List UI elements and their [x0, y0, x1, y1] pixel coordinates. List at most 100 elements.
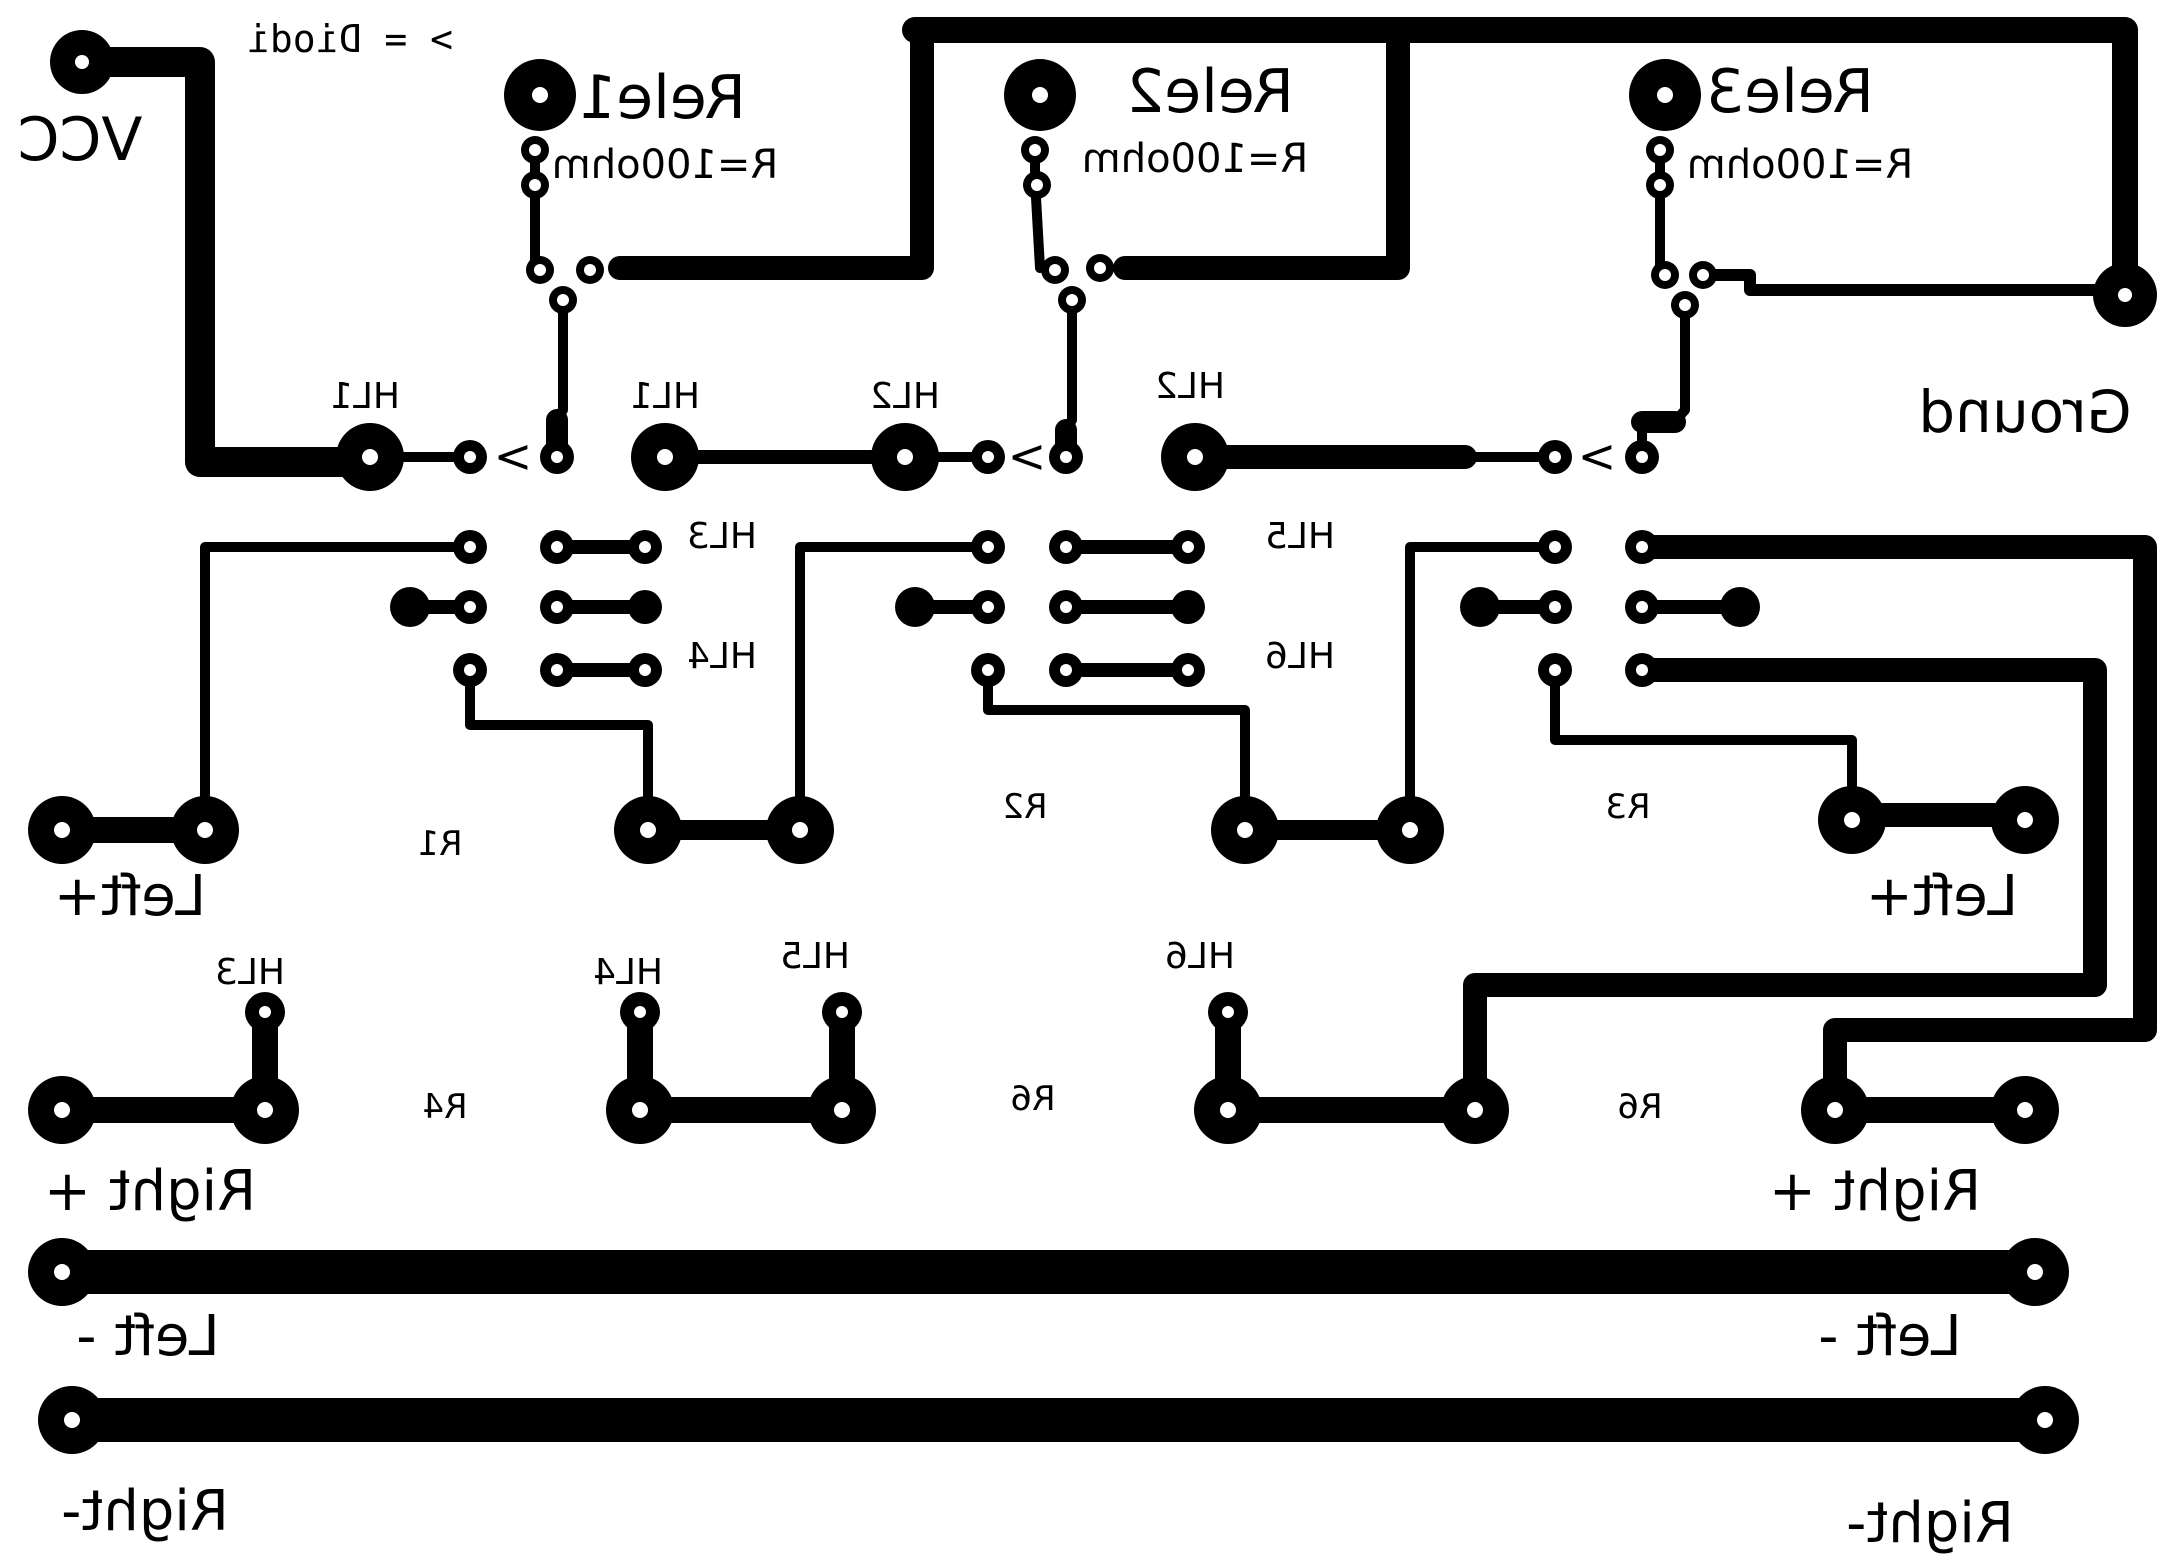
right-minus-label: Right- [1846, 1491, 2014, 1556]
diode2-mark: > [1008, 429, 1047, 483]
ground-label: Ground [1918, 378, 2131, 446]
pad-sw3-3 [1460, 587, 1500, 627]
rele2-label: Rele2 [1126, 57, 1294, 127]
trace-ground-rele3 [1695, 269, 2111, 296]
drill-hole [982, 664, 994, 676]
drill-hole [464, 541, 476, 553]
trace-rele2-coil [1030, 145, 1045, 273]
drill-hole [897, 449, 913, 465]
pad-sw2-3 [895, 587, 935, 627]
drill-hole [464, 664, 476, 676]
drill-hole [529, 179, 541, 191]
r4-label: R4 [422, 1087, 467, 1127]
drill-hole [639, 541, 651, 553]
drill-hole [362, 449, 378, 465]
drill-hole [1549, 451, 1561, 463]
trace-r2-hl5 [795, 542, 993, 835]
hl2-label: HL2 [1155, 366, 1225, 407]
drill-hole [551, 601, 563, 613]
drill-hole [1029, 144, 1041, 156]
diodi-legend: > = Diodi [247, 17, 453, 61]
drill-hole [1549, 664, 1561, 676]
right-plus-label: Right + [1769, 1159, 1981, 1224]
r1-label: R1 [417, 824, 462, 864]
drill-hole [54, 1264, 70, 1280]
drill-hole [2027, 1264, 2043, 1280]
drill-hole [64, 1412, 80, 1428]
right-plus-label: Right + [44, 1159, 256, 1224]
drill-hole [1060, 664, 1072, 676]
drill-hole [551, 541, 563, 553]
pad-sw2-6 [1171, 590, 1205, 624]
hl3-label: HL3 [687, 516, 757, 557]
drill-hole [464, 601, 476, 613]
drill-hole [1659, 269, 1671, 281]
hl6-label: HL6 [1165, 936, 1235, 977]
vcc-label: VCC [18, 105, 143, 175]
hl3-label: HL3 [215, 952, 285, 993]
drill-hole [1636, 451, 1648, 463]
rele3-resistance: R=100ohm [1687, 142, 1913, 188]
drill-hole [257, 1102, 273, 1118]
r6-label: R6 [1010, 1079, 1055, 1119]
drill-hole [640, 822, 656, 838]
trace-r3-hl7 [1405, 542, 1560, 835]
drill-hole [1654, 144, 1666, 156]
diode3-mark: > [1578, 429, 1617, 483]
drill-hole [1467, 1102, 1483, 1118]
drill-hole [532, 87, 548, 103]
rele2-resistance: R=100ohm [1082, 136, 1308, 182]
drill-hole [1697, 269, 1709, 281]
rele1-label: Rele1 [578, 63, 746, 133]
drill-hole [1060, 451, 1072, 463]
pad-sw1-6 [628, 590, 662, 624]
hl6-label: HL6 [1265, 636, 1335, 677]
drill-hole [1032, 87, 1048, 103]
trace-hl4-left [465, 665, 653, 835]
drill-hole [1549, 601, 1561, 613]
hl5-label: HL5 [1265, 516, 1335, 557]
drill-hole [982, 541, 994, 553]
drill-hole [1060, 541, 1072, 553]
drill-hole [551, 451, 563, 463]
drill-hole [259, 1006, 271, 1018]
drill-hole [534, 264, 546, 276]
drill-hole [1402, 822, 1418, 838]
trace-ground-rele1 [608, 18, 934, 280]
trace-hl6-left [983, 665, 1250, 835]
trace-right-top [1630, 535, 2157, 1127]
left-minus-label: Left - [76, 1304, 219, 1369]
hl1-label: HL1 [330, 376, 400, 417]
trace-r4 [627, 999, 855, 1123]
trace-hl3-left [200, 542, 475, 835]
drill-hole [1094, 262, 1106, 274]
r2-label: R2 [1002, 787, 1047, 827]
drill-hole [75, 55, 89, 69]
drill-hole [1060, 601, 1072, 613]
rele3-label: Rele3 [1706, 57, 1874, 127]
drill-hole [464, 451, 476, 463]
drill-hole [1220, 1102, 1236, 1118]
traces [40, 17, 2157, 1442]
trace-ground-bus [902, 17, 2138, 301]
drill-hole [1187, 449, 1203, 465]
drill-hole [197, 822, 213, 838]
drill-hole [1636, 664, 1648, 676]
trace-right-r3 [1550, 665, 1857, 805]
drill-hole [639, 664, 651, 676]
drill-hole [1182, 541, 1194, 553]
drill-hole [1066, 294, 1078, 306]
drill-hole [1049, 264, 1061, 276]
trace-vcc [67, 47, 385, 477]
drill-hole [982, 451, 994, 463]
drill-hole [834, 1102, 850, 1118]
drill-hole [1679, 299, 1691, 311]
drill-hole [529, 144, 541, 156]
drill-hole [1636, 541, 1648, 553]
drill-hole [1844, 812, 1860, 828]
left-minus-label: Left - [1818, 1304, 1961, 1369]
drill-hole [1827, 1102, 1843, 1118]
trace-right-bot [1463, 658, 2107, 1122]
drill-hole [1237, 822, 1253, 838]
drill-hole [792, 822, 808, 838]
